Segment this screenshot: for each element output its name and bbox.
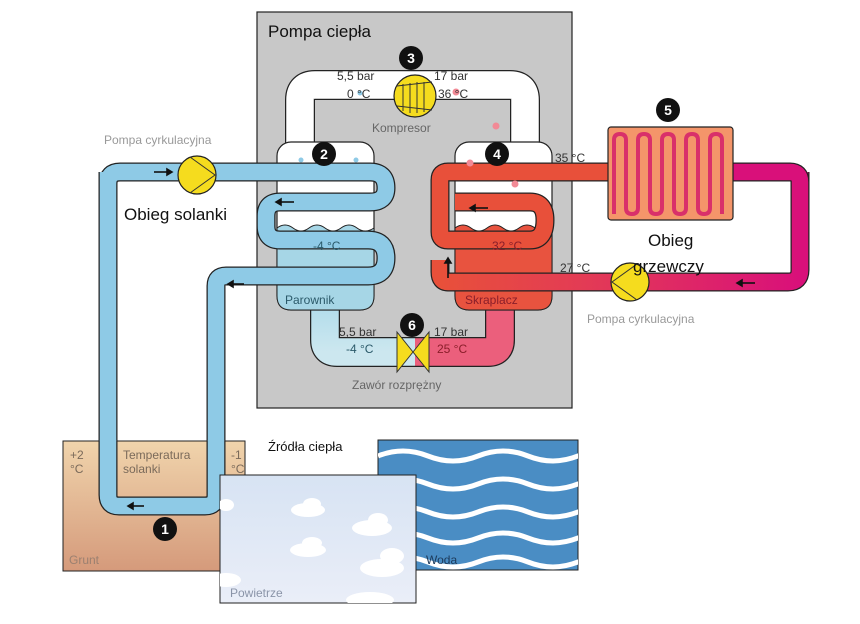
compressor-in-pressure: 5,5 bar — [337, 69, 374, 83]
heating-pump-icon — [610, 262, 650, 302]
water-label: Woda — [426, 553, 457, 567]
valve-out-temp: -4 °C — [346, 342, 374, 356]
valve-in-temp: 25 °C — [437, 342, 467, 356]
radiator-coil — [612, 131, 724, 217]
evaporator-temp: -4 °C — [313, 239, 341, 253]
page-title: Pompa ciepła — [268, 22, 372, 41]
heating-circuit-label-2: grzewczy — [633, 257, 704, 276]
compressor-out-temp: 36 °C — [438, 87, 468, 101]
ground-label: Grunt — [69, 553, 100, 567]
ground-temp-right-value: -1 — [231, 448, 242, 462]
marker-3: 3 — [407, 50, 415, 66]
marker-5: 5 — [664, 102, 672, 118]
ground-temp-left-unit: °C — [70, 462, 84, 476]
compressor-icon — [393, 74, 437, 118]
low-pressure-line — [311, 290, 415, 366]
heating-circuit-label-1: Obieg — [648, 231, 693, 250]
brine-pump-label: Pompa cyrkulacyjna — [104, 133, 212, 147]
condenser-label: Skraplacz — [465, 293, 518, 307]
valve-in-pressure: 17 bar — [434, 325, 468, 339]
brine-temp-label-1: Temperatura — [123, 448, 191, 462]
compressor-out-pressure: 17 bar — [434, 69, 468, 83]
heating-return-temp: 27 °C — [560, 261, 590, 275]
compressor-label: Kompresor — [372, 121, 431, 135]
refrigerant-bubbles — [298, 88, 519, 188]
condenser-temp: 32 °C — [492, 239, 522, 253]
heat-sources-heading: Źródła ciepła — [268, 439, 343, 454]
brine-circuit-label: Obieg solanki — [124, 205, 227, 224]
heating-supply-temp: 35 °C — [555, 151, 585, 165]
water-waves — [378, 448, 578, 570]
compressor-in-temp: 0 °C — [347, 87, 371, 101]
evaporator-label: Parownik — [285, 293, 335, 307]
expansion-valve-label: Zawór rozprężny — [352, 378, 441, 392]
ground-temp-left-value: +2 — [70, 448, 84, 462]
air-label: Powietrze — [230, 586, 283, 600]
valve-out-pressure: 5,5 bar — [339, 325, 376, 339]
marker-2: 2 — [320, 146, 328, 162]
expansion-valve-icon — [396, 330, 430, 374]
brine-temp-label-2: solanki — [123, 462, 160, 476]
marker-6: 6 — [408, 317, 416, 333]
high-pressure-line — [415, 290, 514, 366]
clouds — [220, 498, 404, 603]
ground-temp-right-unit: °C — [231, 462, 245, 476]
heating-pump-label: Pompa cyrkulacyjna — [587, 312, 695, 326]
brine-pump-icon — [177, 155, 217, 195]
marker-4: 4 — [493, 146, 501, 162]
marker-1: 1 — [161, 521, 169, 537]
